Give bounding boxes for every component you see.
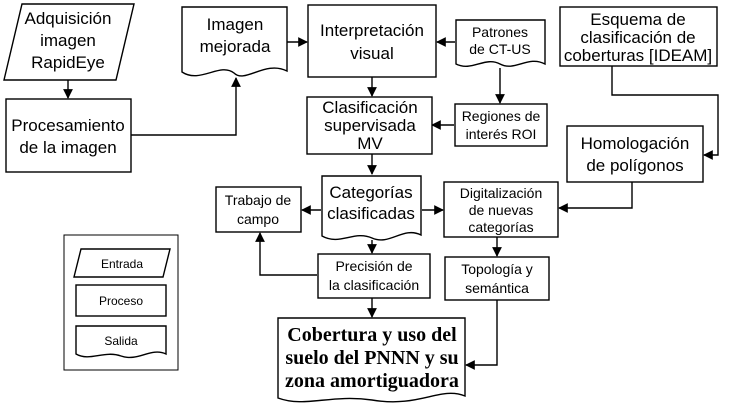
connectors	[63, 37, 719, 370]
node-homologacion-line-2: de polígonos	[586, 156, 683, 175]
legend-entrada: Entrada	[73, 248, 171, 278]
arrow-precision-trabajo	[255, 232, 317, 276]
node-categorias: Categorías clasificadas	[321, 175, 422, 241]
node-procesamiento-line-2: de la imagen	[19, 138, 116, 157]
legend-proceso: Proceso	[75, 284, 167, 317]
node-precision-line-1: Precisión de	[335, 258, 412, 274]
node-esquema-line-2: clasificación de	[580, 28, 695, 47]
node-adquisicion: Adquisición imagen RapidEye	[3, 3, 135, 81]
node-clasificacion-line-1: Clasificación	[322, 98, 417, 117]
node-categorias-line-2: clasificadas	[327, 204, 415, 223]
node-procesamiento-line-1: Procesamiento	[11, 116, 124, 135]
node-interpretacion: Interpretación visual	[307, 4, 437, 78]
node-procesamiento: Procesamiento de la imagen	[5, 98, 132, 173]
node-categorias-line-1: Categorías	[329, 183, 412, 202]
node-trabajo-line-1: Trabajo de	[225, 192, 292, 208]
node-digitalizacion-line-3: categorías	[468, 219, 533, 235]
node-topologia: Topología y semántica	[444, 256, 550, 301]
arrow-procesamiento-imagen	[131, 77, 241, 136]
node-clasificacion-line-2: supervisada	[324, 116, 416, 135]
node-clasificacion-line-3: MV	[357, 134, 383, 153]
arrow-homologacion-digitalizacion	[558, 182, 633, 213]
legend-salida-label: Salida	[104, 334, 138, 348]
node-topologia-line-1: Topología y	[461, 261, 533, 277]
node-digitalizacion-line-1: Digitalización	[460, 185, 542, 201]
node-esquema-line-3: coberturas [IDEAM]	[564, 46, 712, 65]
node-interpretacion-line-2: visual	[350, 44, 393, 63]
node-trabajo: Trabajo de campo	[215, 186, 302, 233]
node-cobertura-line-1: Cobertura y uso del	[287, 324, 457, 346]
node-adquisicion-line-1: Adquisición	[25, 9, 112, 28]
node-imagen-mejorada: Imagen mejorada	[181, 6, 288, 77]
node-digitalizacion: Digitalización de nuevas categorías	[443, 181, 559, 238]
arrow-esquema-homologacion	[611, 66, 719, 160]
legend-proceso-label: Proceso	[99, 294, 143, 308]
node-cobertura-line-2: suelo del PNNN y su	[285, 347, 458, 369]
node-digitalizacion-line-2: de nuevas	[469, 202, 534, 218]
node-esquema-line-1: Esquema de	[590, 10, 685, 29]
node-patrones: Patrones de CT-US	[455, 19, 546, 67]
node-clasificacion: Clasificación supervisada MV	[306, 96, 433, 155]
node-patrones-line-2: de CT-US	[469, 41, 530, 57]
node-imagen-mejorada-line-2: mejorada	[200, 37, 271, 56]
node-esquema: Esquema de clasificación de coberturas […	[559, 6, 718, 67]
node-precision: Precisión de la clasificación	[317, 253, 431, 299]
node-homologacion: Homologación de polígonos	[566, 125, 704, 183]
node-cobertura: Cobertura y uso del suelo del PNNN y su …	[277, 317, 466, 403]
node-regiones-line-2: interés ROI	[466, 126, 537, 142]
node-regiones: Regiones de interés ROI	[454, 103, 548, 147]
node-adquisicion-line-2: imagen	[40, 31, 96, 50]
node-homologacion-line-1: Homologación	[581, 134, 690, 153]
legend: Entrada Proceso Salida	[63, 234, 179, 371]
node-adquisicion-line-3: RapidEye	[31, 53, 105, 72]
node-precision-line-2: la clasificación	[329, 277, 419, 293]
node-patrones-line-1: Patrones	[472, 24, 528, 40]
legend-entrada-label: Entrada	[101, 257, 143, 271]
node-interpretacion-line-1: Interpretación	[320, 21, 424, 40]
node-imagen-mejorada-line-1: Imagen	[207, 15, 264, 34]
legend-salida: Salida	[75, 325, 167, 359]
node-trabajo-line-2: campo	[237, 211, 279, 227]
node-topologia-line-2: semántica	[465, 280, 529, 296]
node-cobertura-line-3: zona amortiguadora	[285, 370, 459, 392]
arrow-topologia-cobertura	[465, 300, 498, 370]
node-regiones-line-1: Regiones de	[462, 108, 541, 124]
